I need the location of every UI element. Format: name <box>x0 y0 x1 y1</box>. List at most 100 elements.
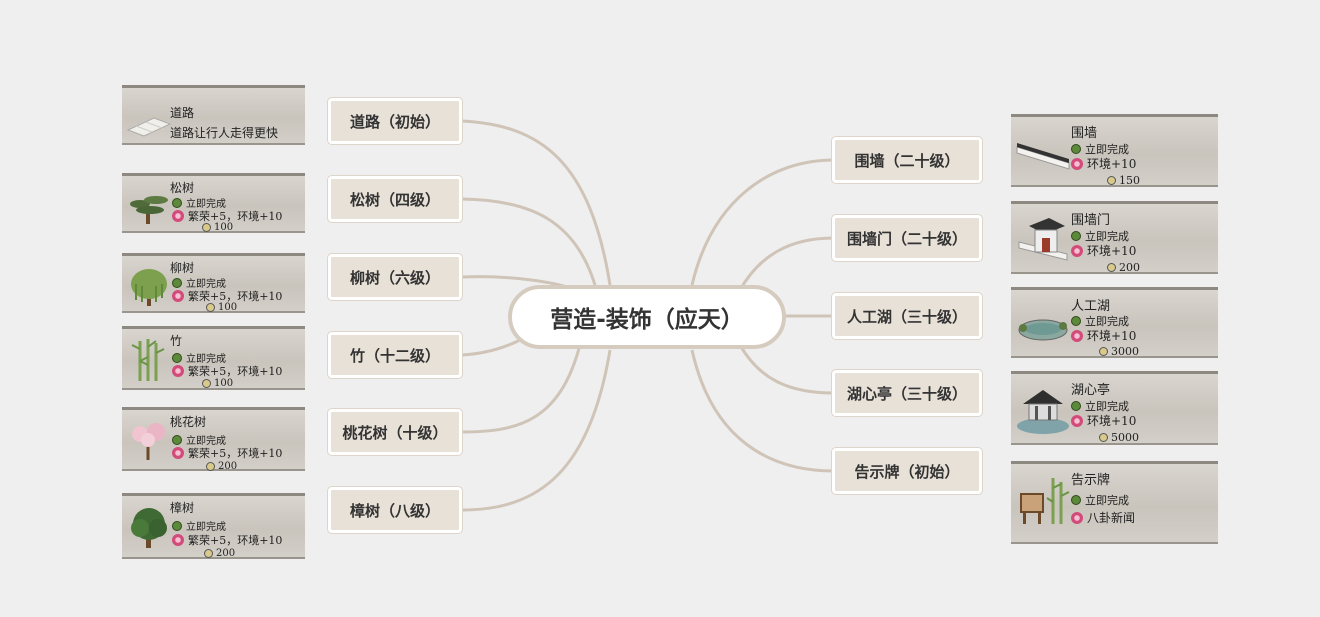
lake-icon <box>1018 319 1068 341</box>
card-status: 立即完成 <box>1085 143 1129 156</box>
card-description: 道路让行人走得更快 <box>170 126 279 140</box>
card-status: 立即完成 <box>186 279 226 290</box>
instant-complete-icon <box>172 277 182 288</box>
card-title: 围墙门 <box>1071 213 1111 228</box>
instant-complete-icon <box>172 434 182 445</box>
instant-complete-icon <box>1071 231 1081 241</box>
card-cost: 5000 <box>1111 431 1139 444</box>
card-camphor: 樟树 立即完成 繁荣+5，环境+10 200 <box>122 493 305 559</box>
card-effect: 环境+10 <box>1087 244 1137 258</box>
peach-tree-icon <box>132 423 165 460</box>
card-status: 立即完成 <box>186 199 226 210</box>
card-status: 立即完成 <box>186 354 226 365</box>
card-cost: 150 <box>1119 174 1140 187</box>
card-title: 道路 <box>170 106 195 120</box>
card-effect: 环境+10 <box>1087 157 1137 171</box>
card-cost: 100 <box>218 302 238 313</box>
card-cost: 200 <box>1119 261 1140 274</box>
card-status: 立即完成 <box>1085 494 1129 507</box>
coin-icon <box>202 379 211 388</box>
branch-lake-pavilion[interactable]: 湖心亭（三十级） <box>832 370 982 416</box>
environment-icon <box>1071 414 1083 427</box>
card-title: 湖心亭 <box>1071 383 1111 398</box>
card-cost: 3000 <box>1111 345 1139 358</box>
branch-wall[interactable]: 围墙（二十级） <box>832 137 982 183</box>
environment-icon <box>1071 157 1083 170</box>
pine-tree-icon <box>130 196 168 224</box>
instant-complete-icon <box>1071 316 1081 326</box>
card-status: 立即完成 <box>1085 400 1129 413</box>
branch-peach-tree[interactable]: 桃花树（十级） <box>328 409 462 455</box>
central-topic-label: 营造-装饰（应天） <box>550 307 744 333</box>
card-effect: 繁荣+5，环境+10 <box>188 210 283 223</box>
card-road: 道路 道路让行人走得更快 <box>122 85 305 145</box>
instant-complete-icon <box>172 197 182 208</box>
card-willow: 柳树 立即完成 繁荣+5，环境+10 100 <box>122 253 305 313</box>
camphor-tree-icon <box>131 508 167 548</box>
branch-artificial-lake[interactable]: 人工湖（三十级） <box>832 293 982 339</box>
branch-willow[interactable]: 柳树（六级） <box>328 254 462 300</box>
coin-icon <box>1099 347 1108 356</box>
branch-wall-gate[interactable]: 围墙门（二十级） <box>832 215 982 261</box>
prosperity-icon <box>172 534 184 546</box>
card-artificial-lake: 人工湖 立即完成 环境+10 3000 <box>1011 287 1218 358</box>
branch-label: 人工湖（三十级） <box>846 307 967 326</box>
card-title: 柳树 <box>170 261 195 275</box>
coin-icon <box>206 303 215 312</box>
card-effect: 繁荣+5，环境+10 <box>188 290 283 303</box>
branch-camphor[interactable]: 樟树（八级） <box>328 487 462 533</box>
road-icon <box>126 117 172 137</box>
branch-label: 告示牌（初始） <box>854 462 960 481</box>
branch-label: 松树（四级） <box>349 190 440 209</box>
card-title: 桃花树 <box>170 415 207 429</box>
card-cost: 100 <box>214 222 234 233</box>
card-title: 松树 <box>170 181 195 195</box>
card-bamboo: 竹 立即完成 繁荣+5，环境+10 100 <box>122 326 305 390</box>
branch-label: 桃花树（十级） <box>342 423 448 442</box>
card-status: 立即完成 <box>186 436 226 447</box>
instant-complete-icon <box>172 352 182 363</box>
pavilion-icon <box>1017 390 1069 434</box>
card-title: 人工湖 <box>1071 299 1111 314</box>
wall-icon <box>1016 143 1070 170</box>
bamboo-icon <box>131 339 165 381</box>
wall-gate-icon <box>1018 218 1068 261</box>
prosperity-icon <box>172 447 184 459</box>
prosperity-icon <box>172 365 184 377</box>
card-notice-board: 告示牌 立即完成 八卦新闻 <box>1011 461 1218 544</box>
card-effect: 繁荣+5，环境+10 <box>188 534 283 547</box>
environment-icon <box>1071 244 1083 257</box>
card-effect: 环境+10 <box>1087 414 1137 428</box>
coin-icon <box>202 223 211 232</box>
branch-label: 竹（十二级） <box>349 346 440 365</box>
card-effect: 八卦新闻 <box>1087 511 1136 525</box>
branch-label: 围墙门（二十级） <box>846 229 967 248</box>
branch-label: 柳树（六级） <box>349 268 440 287</box>
coin-icon <box>1107 263 1116 272</box>
prosperity-icon <box>172 210 184 222</box>
branch-pine[interactable]: 松树（四级） <box>328 176 462 222</box>
coin-icon <box>204 549 213 558</box>
card-cost: 200 <box>216 548 236 559</box>
willow-tree-icon <box>131 269 167 306</box>
card-effect: 繁荣+5，环境+10 <box>188 365 283 378</box>
card-wall-gate: 围墙门 立即完成 环境+10 200 <box>1011 201 1218 274</box>
branch-notice-board[interactable]: 告示牌（初始） <box>832 448 982 494</box>
instant-complete-icon <box>1071 495 1081 505</box>
notice-board-icon <box>1020 478 1070 524</box>
card-pine: 松树 立即完成 繁荣+5，环境+10 100 <box>122 173 305 233</box>
branch-bamboo[interactable]: 竹（十二级） <box>328 332 462 378</box>
card-status: 立即完成 <box>186 522 226 533</box>
branch-road[interactable]: 道路（初始） <box>328 98 462 144</box>
central-topic[interactable]: 营造-装饰（应天） <box>508 285 786 349</box>
prosperity-icon <box>172 290 184 302</box>
card-title: 竹 <box>170 334 183 348</box>
coin-icon <box>206 462 215 471</box>
branch-label: 湖心亭（三十级） <box>846 384 967 403</box>
branch-label: 樟树（八级） <box>349 501 440 520</box>
instant-complete-icon <box>172 520 182 531</box>
coin-icon <box>1107 176 1116 185</box>
card-peach-tree: 桃花树 立即完成 繁荣+5，环境+10 200 <box>122 407 305 472</box>
card-effect: 繁荣+5，环境+10 <box>188 447 283 460</box>
card-lake-pavilion: 湖心亭 立即完成 环境+10 5000 <box>1011 371 1218 445</box>
